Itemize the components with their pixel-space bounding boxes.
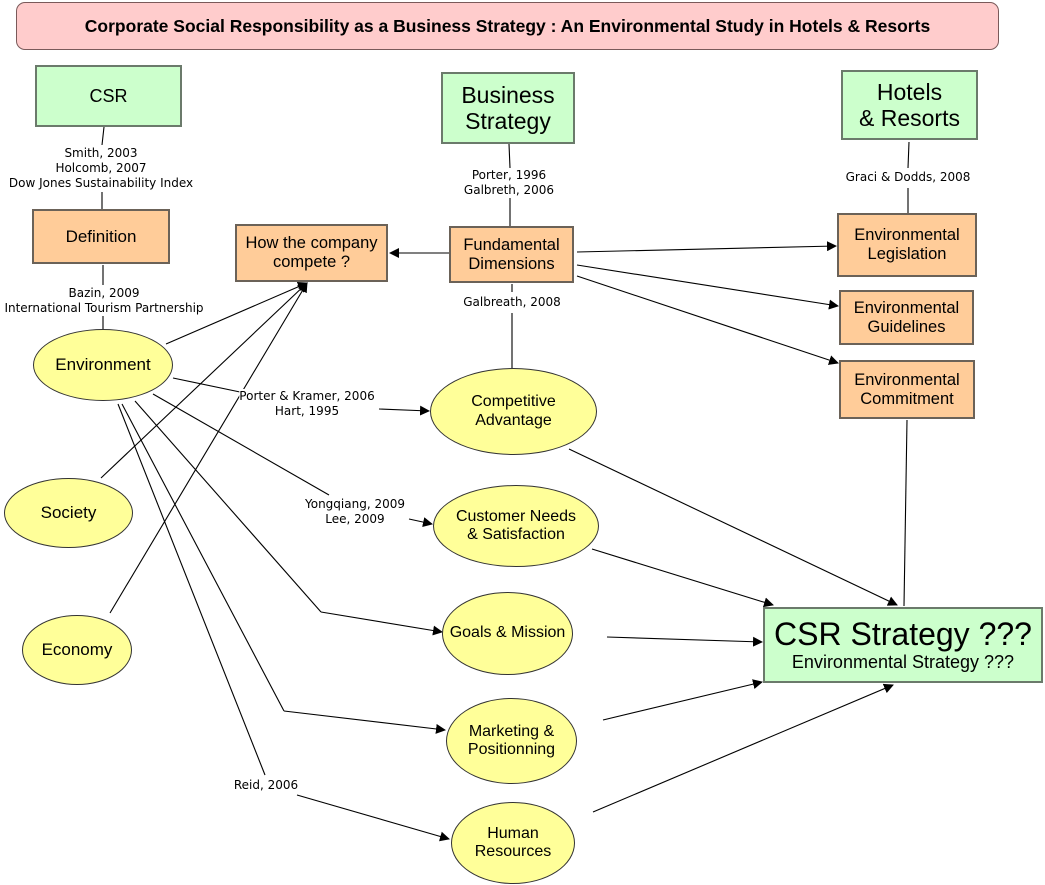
connector-environment-customer-a xyxy=(152,393,330,496)
node-goals-mission[interactable]: Goals & Mission xyxy=(442,592,573,675)
ref-environment-customer: Yongqiang, 2009 Lee, 2009 xyxy=(305,497,405,527)
node-fundamental-dimensions[interactable]: Fundamental Dimensions xyxy=(449,226,574,283)
connector-business-fundamental xyxy=(508,143,511,169)
ref-line: Dow Jones Sustainability Index xyxy=(8,176,194,190)
node-csr-strategy-main: CSR Strategy ??? xyxy=(774,616,1032,653)
ref-line: Bazin, 2009 xyxy=(68,286,140,300)
connector-environment-competitive-b xyxy=(378,405,430,416)
ref-line: Holcomb, 2007 xyxy=(55,161,147,175)
node-hotels-resorts-line2: & Resorts xyxy=(859,105,960,131)
ref-line: Hart, 1995 xyxy=(274,404,340,418)
node-how-compete-line1: How the company xyxy=(245,234,378,253)
connector-fundamental-guidelines xyxy=(576,264,839,310)
ref-hotels-legislation: Graci & Dodds, 2008 xyxy=(845,170,971,185)
connector-marketing-csrstrategy xyxy=(602,679,763,721)
node-how-compete-line2: compete ? xyxy=(272,253,351,271)
ref-line: Reid, 2006 xyxy=(233,778,299,792)
node-env-guidelines[interactable]: Environmental Guidelines xyxy=(839,290,974,345)
connector-environment-competitive-a xyxy=(172,377,241,393)
connector-environment-marketing-b xyxy=(283,710,446,734)
node-marketing-line2: Positionning xyxy=(467,741,556,758)
node-env-legislation[interactable]: Environmental Legislation xyxy=(837,213,977,277)
connector-hotels-legislation xyxy=(907,141,910,169)
ref-line: Galbreath, 2008 xyxy=(463,295,561,309)
node-hr-line2: Resources xyxy=(474,843,552,860)
node-hr-line1: Human xyxy=(487,824,539,842)
node-customer-line1: Customer Needs xyxy=(455,507,577,525)
connector-competitive-csrstrategy xyxy=(568,448,898,606)
node-csr[interactable]: CSR xyxy=(35,65,182,127)
ref-line: Lee, 2009 xyxy=(325,512,385,526)
connector-environment-customer-b xyxy=(408,517,433,527)
node-hotels-resorts-line1: Hotels xyxy=(876,78,943,105)
node-economy[interactable]: Economy xyxy=(22,615,132,685)
node-business-strategy[interactable]: Business Strategy xyxy=(441,72,575,144)
ref-business-fundamental: Porter, 1996 Galbreth, 2006 xyxy=(463,168,555,198)
connector-customer-csrstrategy xyxy=(591,548,774,608)
node-fundamental-line2: Dimensions xyxy=(468,254,555,273)
ref-line: Porter, 1996 xyxy=(471,168,547,182)
ref-csr-definition: Smith, 2003 Holcomb, 2007 Dow Jones Sust… xyxy=(8,146,194,191)
connector-economy-howcompete xyxy=(109,282,308,614)
node-definition[interactable]: Definition xyxy=(32,209,170,264)
connector-environment-goals-b xyxy=(320,611,443,636)
node-env-commitment-line2: Commitment xyxy=(860,389,954,408)
connector-environment-hr xyxy=(117,403,266,776)
node-csr-strategy[interactable]: CSR Strategy ??? Environmental Strategy … xyxy=(763,607,1043,683)
ref-environment-competitive: Porter & Kramer, 2006 Hart, 1995 xyxy=(239,389,375,419)
ref-line: Smith, 2003 xyxy=(64,146,138,160)
ref-line: Galbreth, 2006 xyxy=(463,183,555,197)
node-fundamental-line1: Fundamental xyxy=(463,235,560,254)
ref-definition-environment: Bazin, 2009 International Tourism Partne… xyxy=(4,286,204,316)
connector-environment-marketing xyxy=(121,403,285,712)
connector-hr-csrstrategy xyxy=(592,683,894,813)
diagram-title: Corporate Social Responsibility as a Bus… xyxy=(16,2,999,50)
ref-fundamental-competitive: Galbreath, 2008 xyxy=(463,295,561,310)
node-customer-line2: & Satisfaction xyxy=(467,526,565,543)
node-env-commitment-line1: Environmental xyxy=(854,370,960,389)
node-env-guidelines-line2: Guidelines xyxy=(867,317,946,336)
connector-environment-hr-b xyxy=(296,794,450,842)
node-business-strategy-line1: Business xyxy=(461,81,555,108)
connector-fundamental-legislation xyxy=(576,241,837,253)
node-marketing-line1: Marketing & xyxy=(468,722,555,740)
node-business-strategy-line2: Strategy xyxy=(465,108,551,134)
connector-fundamental-commitment xyxy=(576,275,839,365)
node-competitive-line2: Advantage xyxy=(475,411,552,429)
node-env-legislation-line1: Environmental xyxy=(854,226,960,245)
connector-csr-definition xyxy=(101,126,105,146)
node-society[interactable]: Society xyxy=(4,478,133,548)
connector-commitment-csrstrategy xyxy=(903,419,908,607)
ref-line: International Tourism Partnership xyxy=(4,301,204,315)
node-env-commitment[interactable]: Environmental Commitment xyxy=(839,360,975,419)
connector-goals-csrstrategy xyxy=(606,636,763,647)
node-customer-needs[interactable]: Customer Needs & Satisfaction xyxy=(433,485,599,567)
ref-line: Porter & Kramer, 2006 xyxy=(239,389,375,403)
node-csr-strategy-sub: Environmental Strategy ??? xyxy=(791,652,1015,673)
node-how-compete[interactable]: How the company compete ? xyxy=(235,224,388,282)
connector-society-howcompete xyxy=(100,282,308,479)
node-competitive-advantage[interactable]: Competitive Advantage xyxy=(430,368,597,455)
node-env-guidelines-line1: Environmental xyxy=(853,298,960,317)
node-competitive-line1: Competitive xyxy=(471,393,556,411)
node-environment[interactable]: Environment xyxy=(33,329,173,401)
connector-environment-goals xyxy=(134,400,322,613)
ref-line: Yongqiang, 2009 xyxy=(305,497,405,511)
ref-line: Graci & Dodds, 2008 xyxy=(845,170,971,184)
node-human-resources[interactable]: Human Resources xyxy=(451,802,575,884)
connector-environment-howcompete xyxy=(165,281,308,345)
node-hotels-resorts[interactable]: Hotels & Resorts xyxy=(841,70,978,140)
node-env-legislation-line2: Legislation xyxy=(867,245,947,263)
ref-environment-hr: Reid, 2006 xyxy=(233,778,299,793)
node-marketing[interactable]: Marketing & Positionning xyxy=(446,698,577,784)
